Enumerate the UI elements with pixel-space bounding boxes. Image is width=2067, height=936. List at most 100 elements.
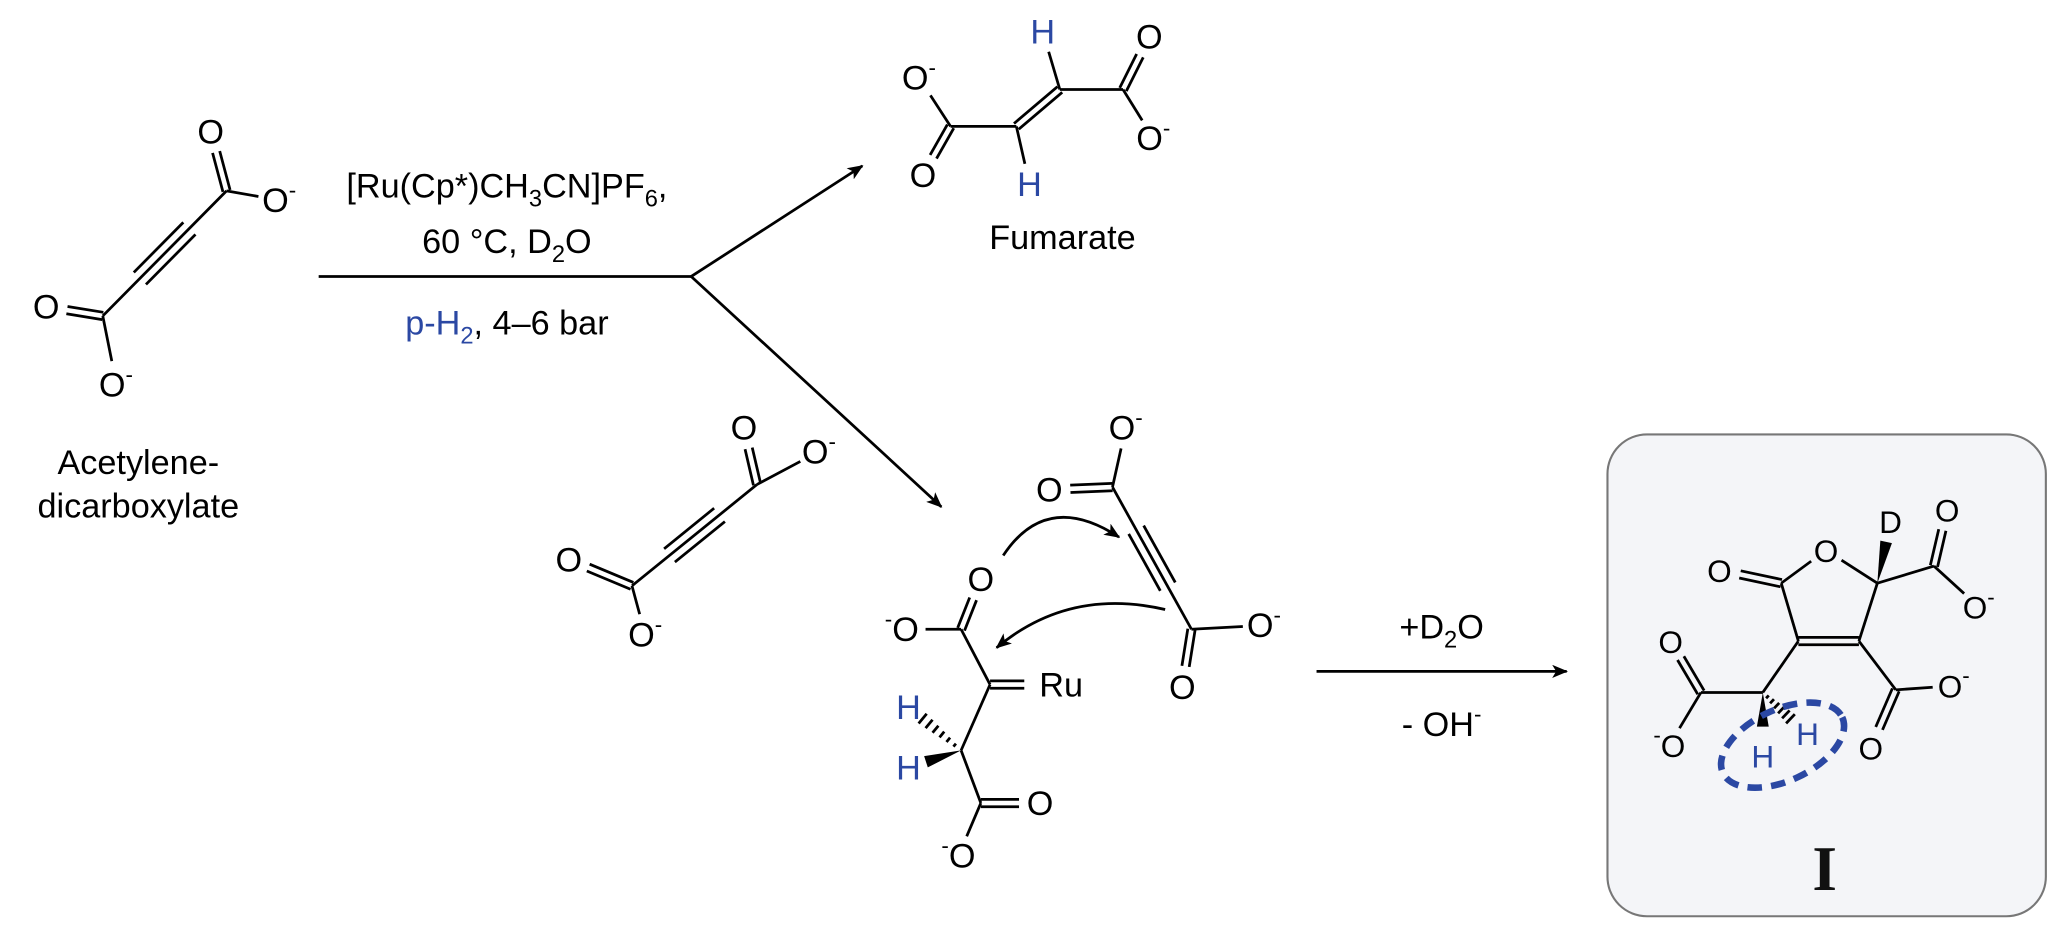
atom-label-o-anion: O- (628, 612, 662, 654)
product-label: I (1812, 834, 1837, 904)
bond-line (1118, 53, 1138, 89)
bond-line (144, 233, 197, 286)
bond-line (1111, 486, 1193, 630)
bond-line (917, 712, 928, 725)
atom-label-o: O (1858, 731, 1883, 767)
bond-line (1895, 685, 1933, 692)
bond-line (589, 562, 634, 584)
bond-line (1881, 690, 1901, 731)
bond-line (965, 802, 983, 837)
atom-label-o: O (1658, 624, 1683, 660)
bond-line (1070, 489, 1113, 494)
bond-line (959, 628, 992, 686)
bond-line (1121, 88, 1144, 122)
wedge-bond (1756, 692, 1769, 727)
atom-label-o-anion: O- (902, 55, 936, 97)
atom-label-o-anion: O- (802, 429, 836, 471)
wedge-bond (924, 750, 962, 768)
atom-label-o-anion: -O (941, 833, 975, 875)
atom-label-o-anion: O- (1963, 584, 1995, 625)
bond-line (1780, 560, 1812, 585)
bond-line (743, 448, 755, 486)
bond-line (956, 596, 971, 629)
condition-catalyst: [Ru(Cp*)CH3CN]PF6, (346, 167, 667, 212)
fumarate-label: Fumarate (989, 219, 1135, 257)
bond-line (1785, 713, 1796, 725)
atom-label-d: D (1879, 504, 1902, 540)
bond-line (756, 460, 801, 486)
bond-line (959, 749, 983, 804)
bond-line (1929, 528, 1941, 566)
bond-line (1678, 691, 1703, 729)
bonds (66, 51, 1966, 837)
bond-line (586, 569, 632, 591)
bond-line (1761, 640, 1800, 694)
bond-line (1876, 564, 1935, 585)
bond-line (1740, 569, 1783, 581)
atom-label-o: O (968, 561, 995, 599)
atom-label-o: O (555, 541, 582, 579)
atom-label-o: O (1707, 553, 1732, 589)
atom-label-o-anion: O- (1109, 405, 1143, 447)
reactant-name-line1: Acetylene- (57, 444, 219, 482)
atom-label-h: H (896, 749, 921, 787)
atom-label-h: H (1030, 13, 1055, 51)
wedge-bond (1877, 540, 1892, 584)
atom-label-o-anion: -O (885, 607, 919, 649)
atom-label-o: O (1136, 19, 1163, 57)
step2-reagent: +D2O (1399, 608, 1484, 653)
curved-arrow-return (995, 602, 1166, 649)
atom-label-o-anion: O- (1938, 663, 1970, 704)
bond-line (1779, 582, 1800, 642)
bond-line (132, 221, 185, 274)
atom-label-o-anion: O- (262, 177, 296, 219)
atom-label-ru: Ru (1039, 666, 1083, 704)
atom-label-o: O (1935, 492, 1960, 528)
bond-line (226, 189, 259, 198)
bond-line (959, 684, 992, 751)
atom-label-h: H (1017, 166, 1042, 204)
atom-label-o: O (910, 157, 937, 195)
bond-line (1676, 659, 1699, 696)
bond-line (1857, 582, 1879, 642)
bond-line (952, 742, 957, 748)
bond-line (1017, 91, 1064, 131)
atom-label-h: H (1751, 738, 1774, 774)
bond-line (1874, 687, 1894, 728)
bond-line (1682, 655, 1706, 692)
bond-line (1111, 448, 1123, 488)
atom-label-o-anion: -O (1653, 722, 1685, 763)
bond-line (1765, 694, 1770, 700)
bond-line (1933, 565, 1966, 595)
bond-line (1857, 640, 1897, 691)
bond-line (1142, 524, 1177, 584)
bond-line (1180, 628, 1190, 667)
atom-label-o: O (1814, 533, 1839, 569)
bond-line (1013, 85, 1059, 125)
curved-arrow-attack (1002, 516, 1121, 557)
atom-label-o-anion: O- (1136, 116, 1170, 158)
reactant-name-line2: dicarboxylate (37, 487, 239, 525)
condition-temperature-solvent: 60 °C, D2O (422, 223, 592, 268)
condition-pressure: p-H2, 4–6 bar (405, 304, 608, 349)
bond-line (1777, 705, 1786, 715)
bond-line (963, 599, 978, 632)
bond-line (1738, 576, 1781, 589)
bond-line (67, 305, 104, 314)
atom-label-o: O (1027, 785, 1054, 823)
bond-line (750, 447, 762, 484)
bond-line (1769, 698, 1775, 705)
highlight-ellipse (1717, 699, 1848, 791)
bond-line (1187, 629, 1197, 668)
step2-byproduct: - OH- (1402, 701, 1482, 743)
bond-line (945, 736, 952, 743)
bond-line (1840, 559, 1879, 585)
bond-line (1191, 625, 1243, 631)
bond-line (66, 312, 103, 321)
atom-label-o: O (1169, 669, 1196, 707)
atom-label-o: O (731, 410, 758, 448)
bond-line (101, 315, 114, 362)
atom-label-h: H (1796, 716, 1819, 752)
bond-line (938, 730, 946, 739)
